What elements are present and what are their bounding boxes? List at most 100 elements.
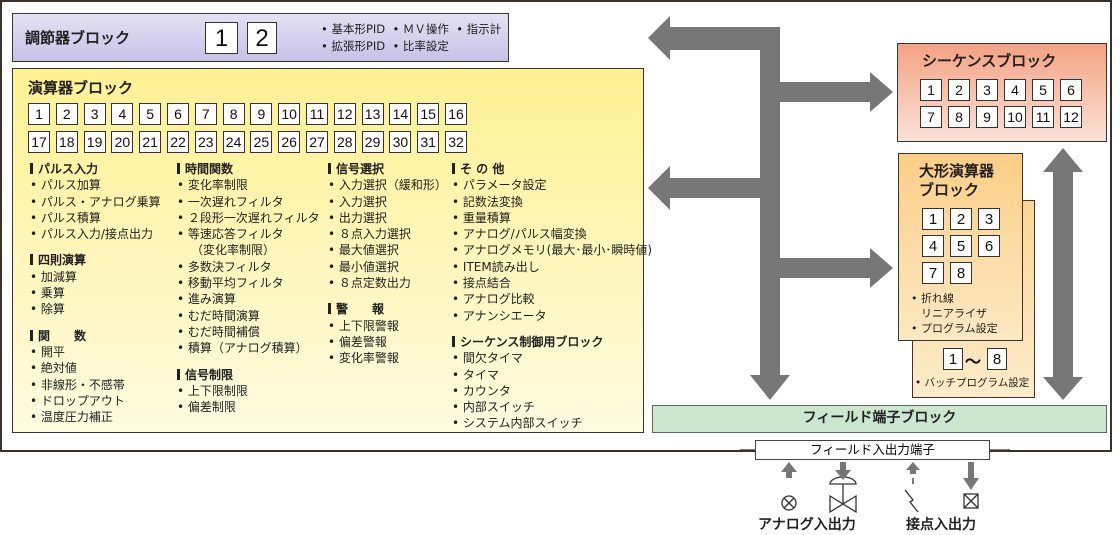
valve-down-arrow xyxy=(835,462,851,480)
function-item: 最小値選択 xyxy=(328,259,447,275)
function-item: アナンシエータ xyxy=(452,308,652,324)
title-line: 大形演算器 xyxy=(919,162,995,180)
function-item: 等速応答フィルタ xyxy=(177,226,320,242)
category-heading: パルス入力 xyxy=(30,161,161,177)
large-arithmetic-title: 大形演算器 ブロック xyxy=(919,162,994,200)
number-box: 9 xyxy=(250,103,273,125)
number-box: 15 xyxy=(417,103,440,125)
number-box: 4 xyxy=(1004,79,1026,101)
number-box: 2 xyxy=(950,208,972,230)
number-box: 21 xyxy=(139,131,162,153)
analog-up-arrow xyxy=(781,462,797,478)
number-box: 2 xyxy=(55,103,78,125)
number-box: 6 xyxy=(1060,79,1082,101)
number-box: 10 xyxy=(1004,106,1026,128)
number-box: 13 xyxy=(361,103,384,125)
spacer xyxy=(452,324,652,334)
spacer xyxy=(328,291,447,301)
function-item: 一次遅れフィルタ xyxy=(177,194,320,210)
number-box: 3 xyxy=(976,79,998,101)
item-cont: リニアライザ xyxy=(921,307,987,320)
function-item: タイマ xyxy=(452,367,652,383)
analog-io-label: アナログ入出力 xyxy=(758,517,856,533)
function-item: 重量積算 xyxy=(452,210,652,226)
number-box: 7 xyxy=(194,103,217,125)
number-box: 7 xyxy=(922,262,944,284)
controller-number: 2 xyxy=(247,22,277,54)
function-item: 除算 xyxy=(30,301,161,317)
function-item: 接点結合 xyxy=(452,275,652,291)
function-item: 上下限制限 xyxy=(177,383,320,399)
number-box: 23 xyxy=(194,131,217,153)
function-item: 変化率警報 xyxy=(328,350,447,366)
number-box: 8 xyxy=(222,103,245,125)
category-heading: 信号制限 xyxy=(177,367,320,383)
number-box: 11 xyxy=(1032,106,1054,128)
double-arrow-sequence-field xyxy=(1043,148,1083,400)
field-block-title: フィールド端子ブロック xyxy=(802,410,957,426)
number-box: 22 xyxy=(167,131,189,153)
function-column-4: そ の 他パラメータ設定記数法変換重量積算アナログ/パルス幅変換アナログメモリ(… xyxy=(452,161,652,432)
number-box: 10 xyxy=(278,103,301,125)
function-item: 入力選択 xyxy=(328,194,447,210)
category-heading: 時間関数 xyxy=(177,161,320,177)
number-box: 14 xyxy=(389,103,412,125)
arrow-to-sequence xyxy=(780,72,893,112)
range-separator: 〜 xyxy=(965,352,982,371)
number-box: 7 xyxy=(920,106,942,128)
contact-switch-icon xyxy=(904,478,919,513)
function-item: カウンタ xyxy=(452,383,652,399)
function-item: システム内部スイッチ xyxy=(452,415,652,431)
number-box: 1 xyxy=(920,79,942,101)
number-box: 5 xyxy=(1032,79,1054,101)
contact-io-label: 接点入出力 xyxy=(906,517,976,533)
controller-features-row2: 拡張形PID 比率設定 xyxy=(321,38,449,54)
function-item: ８点定数出力 xyxy=(328,275,447,291)
function-item: 多数決フィルタ xyxy=(177,259,320,275)
number-box: 28 xyxy=(333,131,356,153)
item: 折れ線 xyxy=(911,291,998,306)
function-item: アナログ/パルス幅変換 xyxy=(452,226,652,242)
function-item: むだ時間演算 xyxy=(177,308,320,324)
number-box: 3 xyxy=(83,103,106,125)
number-box: 5 xyxy=(950,235,972,257)
category-heading: そ の 他 xyxy=(452,161,652,177)
number-box: 19 xyxy=(83,131,106,153)
function-item: 最大値選択 xyxy=(328,242,447,258)
function-item: ８点入力選択 xyxy=(328,226,447,242)
function-item: 入力選択（緩和形） xyxy=(328,177,447,193)
category-heading: 四則演算 xyxy=(30,252,161,268)
number-box: 6 xyxy=(167,103,189,125)
function-item: 非線形・不感帯 xyxy=(30,377,161,393)
function-item: 積算（アナログ積算） xyxy=(177,340,320,356)
spacer xyxy=(30,318,161,328)
number-box: 1 xyxy=(28,103,50,125)
number-box: 17 xyxy=(28,131,50,153)
controller-features-row1: 基本形PID ＭＶ操作 指示計 xyxy=(321,21,501,37)
number-box: 30 xyxy=(389,131,412,153)
feature: 指示計 xyxy=(456,22,501,36)
number-box: 3 xyxy=(978,208,1000,230)
number-box: 25 xyxy=(250,131,273,153)
category-heading: 信号選択 xyxy=(328,161,447,177)
controller-block-title: 調節器ブロック xyxy=(25,29,131,47)
function-column-3: 信号選択入力選択（緩和形）入力選択出力選択８点入力選択最大値選択最小値選択８点定… xyxy=(328,161,447,367)
function-item: 内部スイッチ xyxy=(452,399,652,415)
number-box: 18 xyxy=(55,131,78,153)
category-heading: 警 報 xyxy=(328,301,447,317)
category-heading: シーケンス制御用ブロック xyxy=(452,334,652,350)
function-item: 絶対値 xyxy=(30,360,161,376)
function-item: アナログ比較 xyxy=(452,291,652,307)
controller-number: 1 xyxy=(205,22,238,54)
number-box: 8 xyxy=(948,106,970,128)
number-box: 8 xyxy=(950,262,972,284)
number-box: 24 xyxy=(222,131,245,153)
function-item: パルス入力/接点出力 xyxy=(30,226,161,242)
function-item: パラメータ設定 xyxy=(452,177,652,193)
function-item: ２段形一次遅れフィルタ xyxy=(177,210,320,226)
feature: ＭＶ操作 xyxy=(392,22,448,36)
